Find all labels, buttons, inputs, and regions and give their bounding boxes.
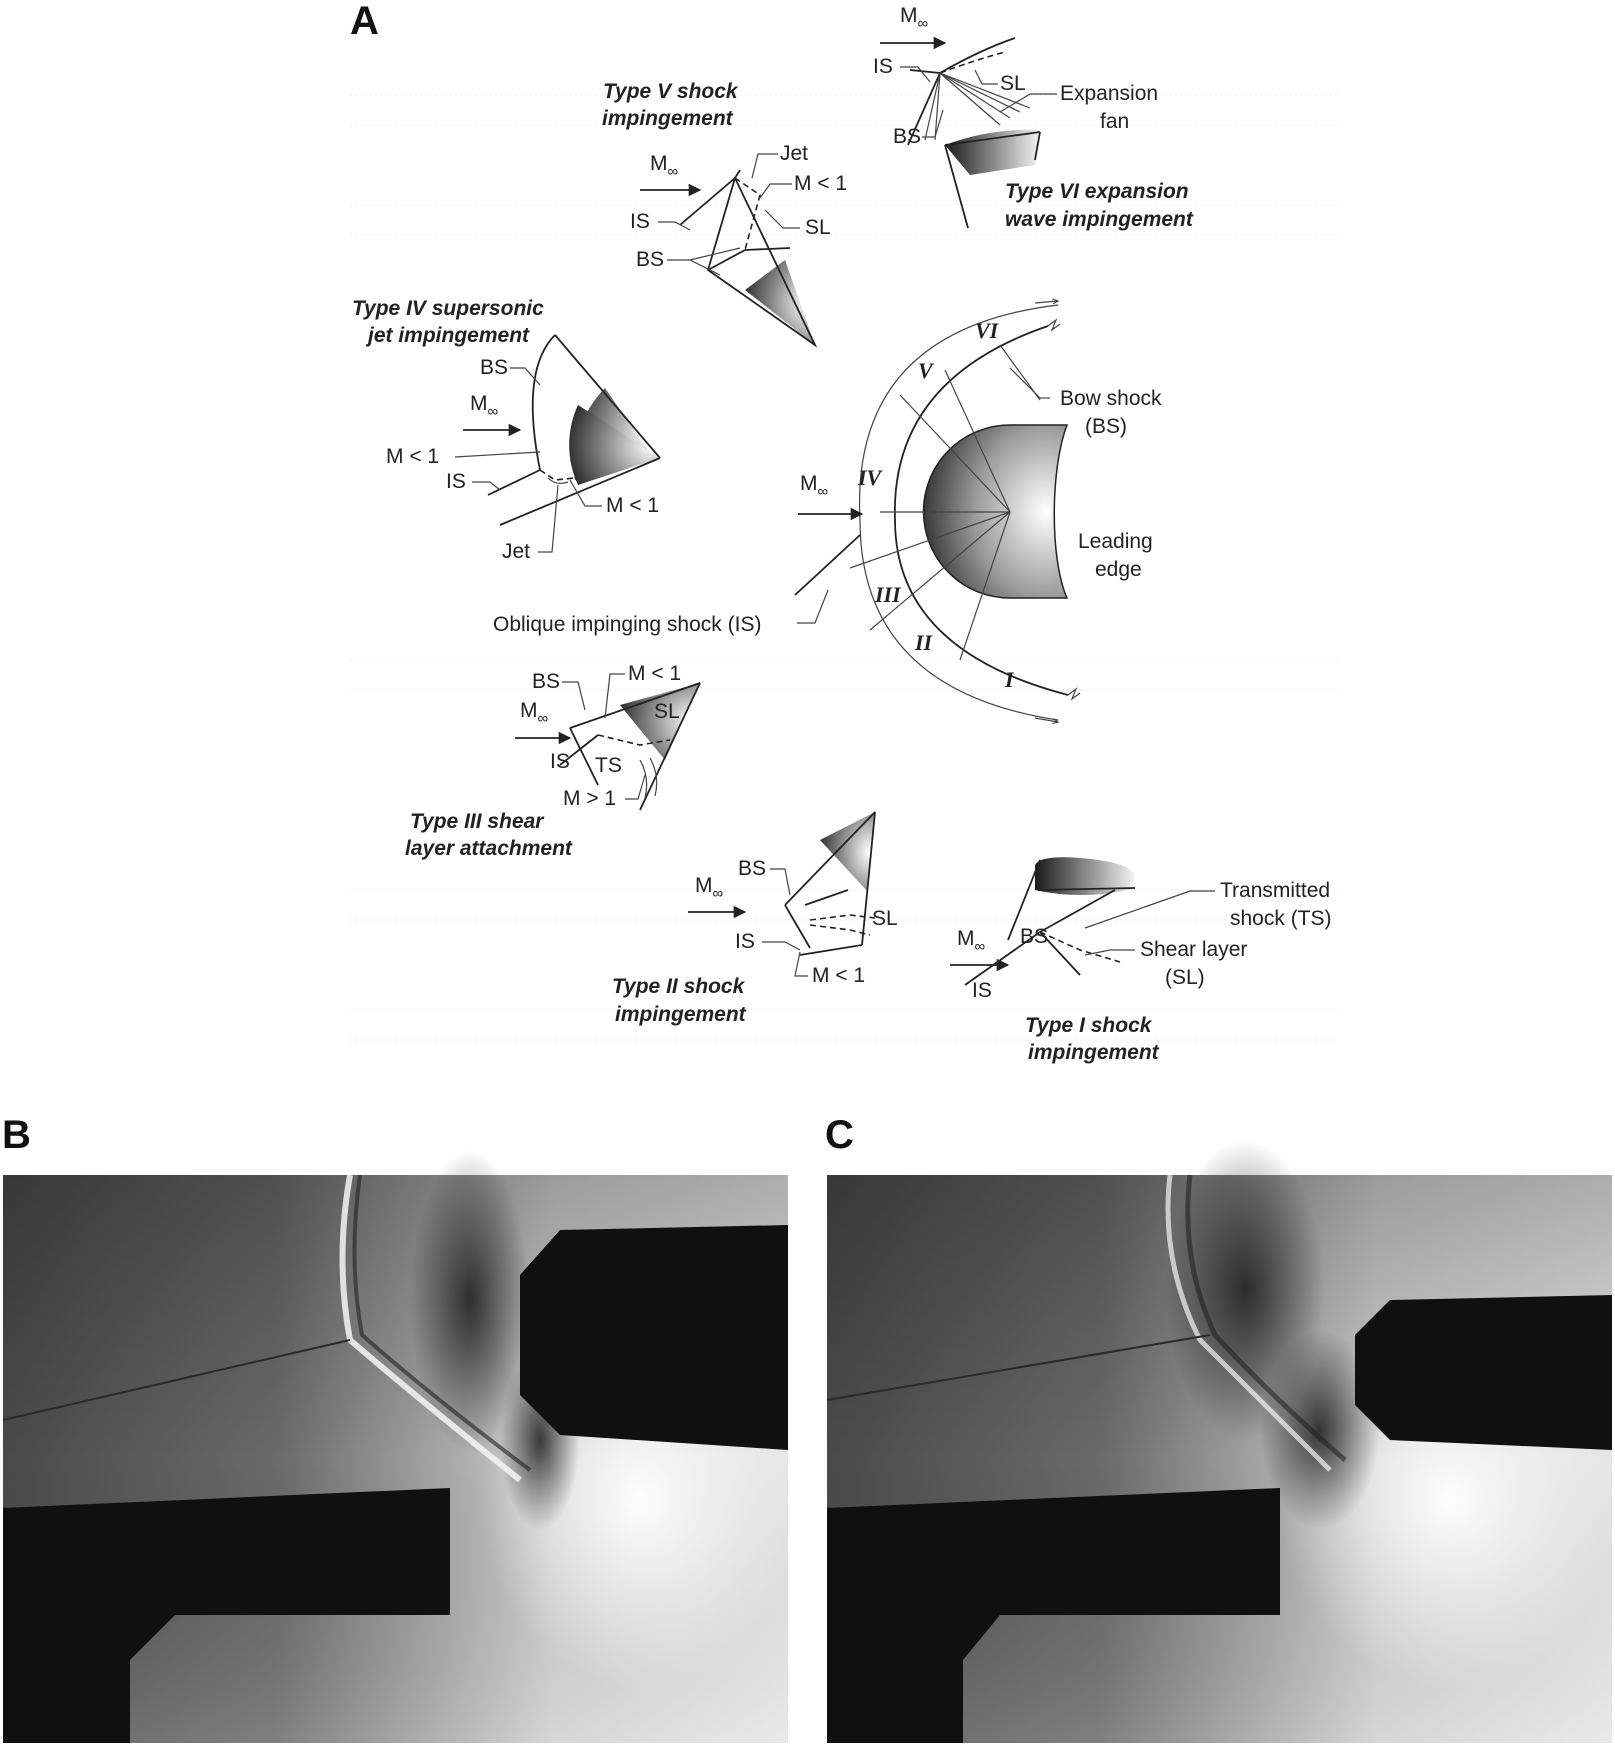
bow-shock-label-2: (BS) — [1085, 415, 1127, 438]
type-i-ts-label-1: Transmitted — [1220, 879, 1330, 902]
type-iv-mlt1-label-2: M < 1 — [606, 494, 659, 517]
minf-label-type-vi: M∞ — [900, 4, 929, 32]
type-vi-diagram: M∞ IS SL Expansion fan BS Type VI expans… — [873, 4, 1194, 231]
type-vi-bs-label: BS — [893, 125, 921, 148]
type-iii-is-label: IS — [550, 750, 570, 773]
region-label-i: I — [1004, 667, 1015, 692]
type-iii-title-2: layer attachment — [405, 837, 573, 860]
oblique-shock-label: Oblique impinging shock (IS) — [493, 613, 761, 636]
type-iii-title-1: Type III shear — [410, 810, 545, 833]
bow-shock-label-1: Bow shock — [1060, 387, 1162, 410]
type-iv-mlt1-label-1: M < 1 — [386, 445, 439, 468]
bow-shock-break-bottom — [1067, 687, 1081, 701]
region-label-iii: III — [874, 582, 902, 607]
type-iv-bs-label: BS — [480, 356, 508, 379]
type-vi-sl-label: SL — [1000, 72, 1026, 95]
oblique-impinging-shock — [794, 534, 861, 596]
type-vi-expansion-label-1: Expansion — [1060, 82, 1158, 105]
type-iii-sl-label: SL — [654, 700, 680, 723]
schlieren-photo-b — [2, 1150, 800, 1743]
type-iii-mlt1-label: M < 1 — [628, 662, 681, 685]
type-ii-title-1: Type II shock — [612, 975, 746, 998]
type-vi-title-1: Type VI expansion — [1005, 180, 1189, 203]
leading-edge-label-1: Leading — [1078, 530, 1153, 553]
minf-label-type-v: M∞ — [650, 152, 679, 180]
type-iv-title-2: jet impingement — [365, 324, 530, 347]
type-iii-ts-label: TS — [595, 754, 622, 777]
type-i-ts-label-2: shock (TS) — [1230, 907, 1332, 930]
bow-shock-break-top — [1047, 318, 1061, 332]
minf-label-type-i: M∞ — [957, 927, 986, 955]
type-i-is-label: IS — [972, 979, 992, 1002]
schlieren-photo-c — [826, 1140, 1615, 1743]
type-iii-mgt1-label: M > 1 — [563, 787, 616, 810]
minf-label-type-iii: M∞ — [520, 699, 549, 727]
central-leading-edge-diagram: M∞ I II III IV V VI Bow shock (BS) Leadi… — [493, 301, 1162, 722]
region-label-ii: II — [914, 630, 934, 655]
type-ii-sl-label: SL — [872, 907, 898, 930]
type-v-sl-label: SL — [805, 216, 831, 239]
type-iii-diagram: M∞ BS M < 1 SL IS TS M > 1 Type III shea… — [405, 662, 701, 860]
minf-label-center: M∞ — [800, 472, 829, 500]
leading-edge-label-2: edge — [1095, 558, 1142, 581]
type-i-sl-label-2: (SL) — [1165, 966, 1205, 989]
minf-label-type-iv: M∞ — [470, 392, 499, 420]
type-ii-is-label: IS — [735, 930, 755, 953]
region-label-iv: IV — [857, 465, 884, 490]
background-rules — [350, 94, 1340, 1041]
type-v-title-1: Type V shock — [603, 80, 739, 103]
bow-shock — [894, 325, 1069, 696]
panel-letter-a: A — [350, 0, 379, 43]
type-ii-mlt1-label: M < 1 — [812, 964, 865, 987]
type-vi-title-2: wave impingement — [1005, 208, 1194, 231]
type-v-title-2: impingement — [602, 107, 734, 130]
type-i-diagram: M∞ BS IS Transmitted shock (TS) Shear la… — [950, 857, 1332, 1064]
region-label-v: V — [918, 358, 935, 383]
type-ii-diagram: M∞ BS SL IS M < 1 Type II shock impingem… — [612, 811, 898, 1026]
type-v-mlt1-label: M < 1 — [794, 172, 847, 195]
type-iv-is-label: IS — [446, 470, 466, 493]
type-i-sl-label-1: Shear layer — [1140, 938, 1247, 961]
region-label-vi: VI — [975, 318, 1000, 343]
minf-label-type-ii: M∞ — [695, 874, 724, 902]
type-v-bs-label: BS — [636, 248, 664, 271]
type-i-title-1: Type I shock — [1025, 1014, 1153, 1037]
type-iii-bs-label: BS — [532, 670, 560, 693]
type-iv-jet-label: Jet — [502, 540, 530, 563]
type-v-is-label: IS — [630, 210, 650, 233]
type-iv-title-1: Type IV supersonic — [352, 297, 544, 320]
panel-letter-b: B — [2, 1113, 31, 1157]
type-vi-is-label: IS — [873, 55, 893, 78]
type-ii-title-2: impingement — [615, 1003, 747, 1026]
type-v-diagram: Type V shock impingement M∞ Jet M < 1 SL… — [602, 80, 847, 348]
type-i-title-2: impingement — [1028, 1041, 1160, 1064]
type-vi-expansion-label-2: fan — [1100, 110, 1129, 133]
type-i-bs-label: BS — [1020, 925, 1048, 948]
type-v-jet-label: Jet — [780, 142, 808, 165]
type-ii-bs-label: BS — [738, 857, 766, 880]
panel-letter-c: C — [825, 1113, 854, 1157]
type-iv-diagram: Type IV supersonic jet impingement M∞ BS… — [352, 297, 661, 563]
